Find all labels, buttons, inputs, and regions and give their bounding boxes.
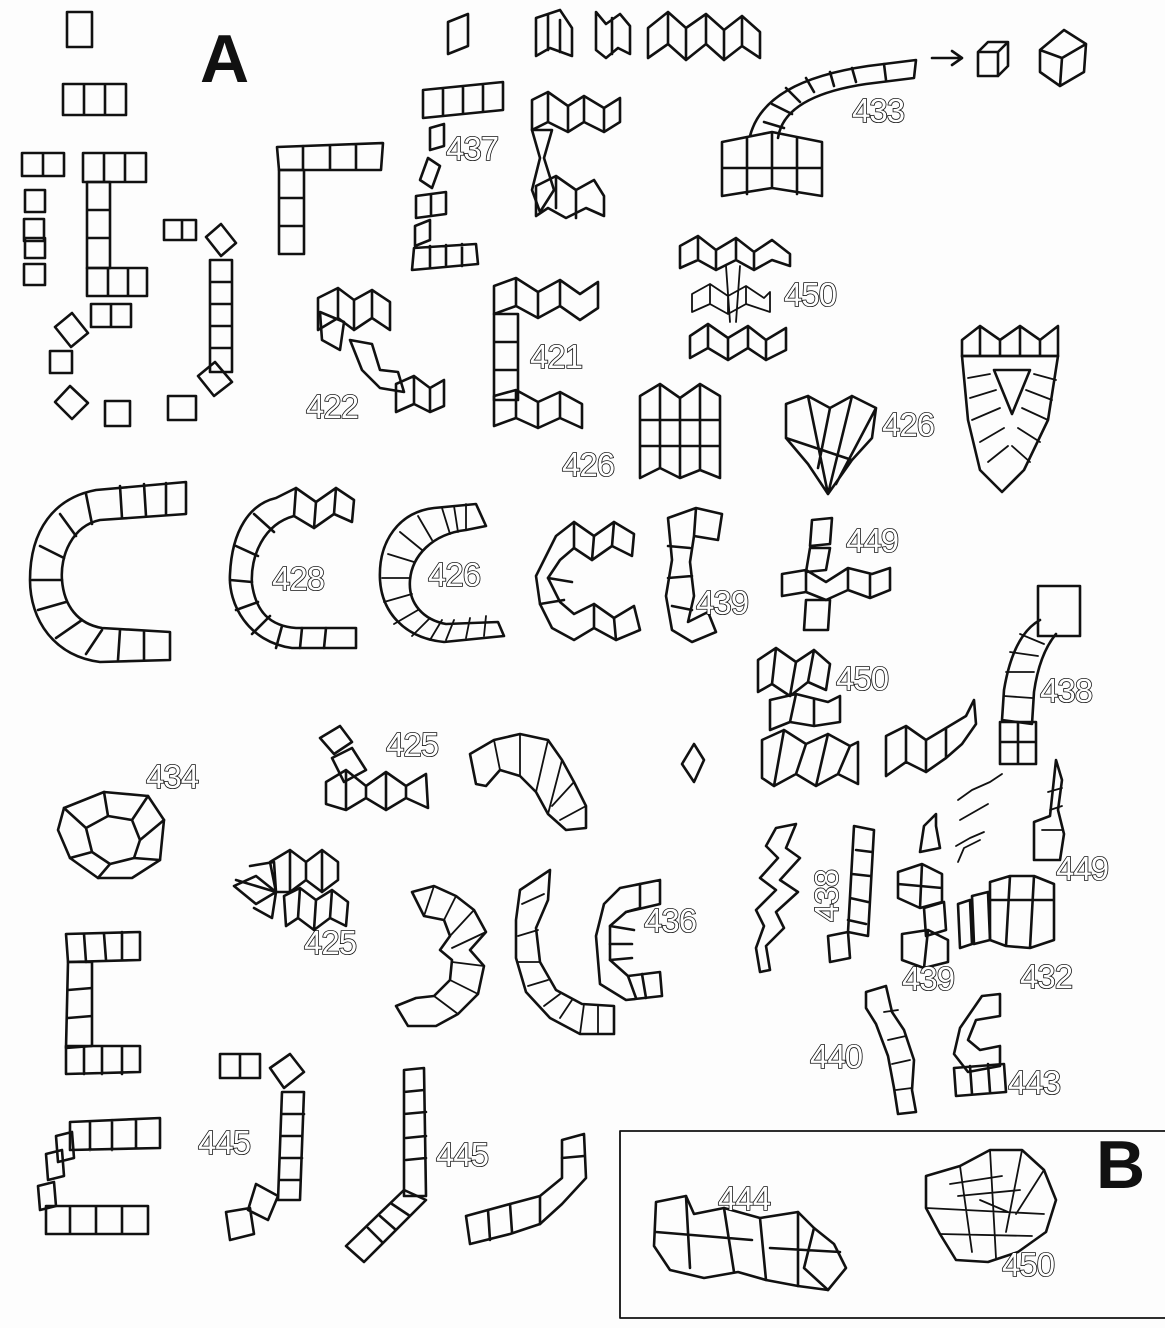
drawing-425-star-chain xyxy=(234,850,348,930)
drawing-432-cylinder xyxy=(958,876,1054,948)
drawing-single-cube-top-left xyxy=(67,12,92,47)
drawing-425-fan-chain xyxy=(470,734,586,830)
drawing-449-spike-chain xyxy=(1034,760,1064,860)
label-436: 436 xyxy=(644,902,696,939)
drawing-439-chain xyxy=(666,508,722,642)
drawing-439-lower-cluster xyxy=(898,774,1002,968)
drawing-443-chain xyxy=(954,994,1006,1096)
panel-label-a: A xyxy=(200,21,249,97)
drawing-r-chain xyxy=(277,143,383,254)
drawing-433-arrow xyxy=(932,51,962,65)
drawing-zigzag-rows-top xyxy=(536,10,760,60)
label-422: 422 xyxy=(306,388,358,425)
drawing-445-right-chain xyxy=(346,1068,426,1262)
label-450-middle: 450 xyxy=(836,660,889,697)
drawing-J-chain-left xyxy=(164,220,236,420)
label-432: 432 xyxy=(1020,958,1072,995)
drawing-small-cube xyxy=(978,42,1008,76)
label-449-lower: 449 xyxy=(1056,850,1108,887)
label-421: 421 xyxy=(530,338,582,375)
drawing-426-stack xyxy=(640,384,720,478)
drawing-L-chain-left xyxy=(22,153,64,285)
drawing-E-zigzag-chain xyxy=(532,92,620,218)
drawing-bent-ribbon xyxy=(516,870,614,1034)
label-438-upper: 438 xyxy=(1040,672,1092,709)
drawing-426-triangle xyxy=(962,326,1058,492)
label-445-right: 445 xyxy=(436,1136,488,1173)
label-440: 440 xyxy=(810,1038,863,1075)
drawing-434-ring xyxy=(58,792,164,878)
drawing-436-chain xyxy=(596,880,662,1000)
drawing-C-zigzag-chain xyxy=(536,522,640,640)
label-433: 433 xyxy=(852,92,904,129)
panel-b-inset-frame xyxy=(620,1131,1165,1318)
drawing-large-C-chain xyxy=(30,482,186,662)
drawing-440-chain xyxy=(866,986,916,1114)
drawing-450-upper-cluster xyxy=(680,236,790,360)
drawing-single-rhomb-top xyxy=(448,14,468,54)
label-426-C: 426 xyxy=(428,556,480,593)
drawing-3-shaped-fan xyxy=(396,886,486,1026)
label-443: 443 xyxy=(1008,1064,1060,1101)
label-437: 437 xyxy=(446,130,498,167)
label-425-upper: 425 xyxy=(386,726,438,763)
drawing-zigzag-row-middle xyxy=(886,700,976,776)
drawing-E-chain-bottom xyxy=(66,932,140,1074)
label-444: 444 xyxy=(718,1180,771,1217)
label-445-left: 445 xyxy=(198,1124,250,1161)
drawing-438-zigzag-column xyxy=(756,824,800,972)
label-450-inset: 450 xyxy=(1002,1246,1055,1283)
drawing-three-square-row xyxy=(63,84,126,115)
label-425-lower: 425 xyxy=(304,924,356,961)
right-arrow-icon xyxy=(932,51,962,65)
drawing-I-beam-chain xyxy=(83,153,147,296)
label-434: 434 xyxy=(146,758,199,795)
label-428: 428 xyxy=(272,560,324,597)
label-450-top: 450 xyxy=(784,276,837,313)
drawing-437-chain xyxy=(412,82,503,270)
label-438-lower: 438 xyxy=(808,870,845,922)
panel-label-b: B xyxy=(1096,1127,1145,1203)
drawing-broken-ring-left xyxy=(50,304,131,426)
label-449-upper: 449 xyxy=(846,522,898,559)
drawing-small-rhomb-middle xyxy=(682,744,704,782)
drawing-426-fan xyxy=(786,396,876,494)
label-426-fan: 426 xyxy=(882,406,934,443)
label-439-lower: 439 xyxy=(902,960,954,997)
label-439-upper: 439 xyxy=(696,584,748,621)
drawing-large-cube xyxy=(1040,30,1086,86)
label-426-stack: 426 xyxy=(562,446,614,483)
drawing-stair-chain-bottom xyxy=(38,1118,160,1234)
